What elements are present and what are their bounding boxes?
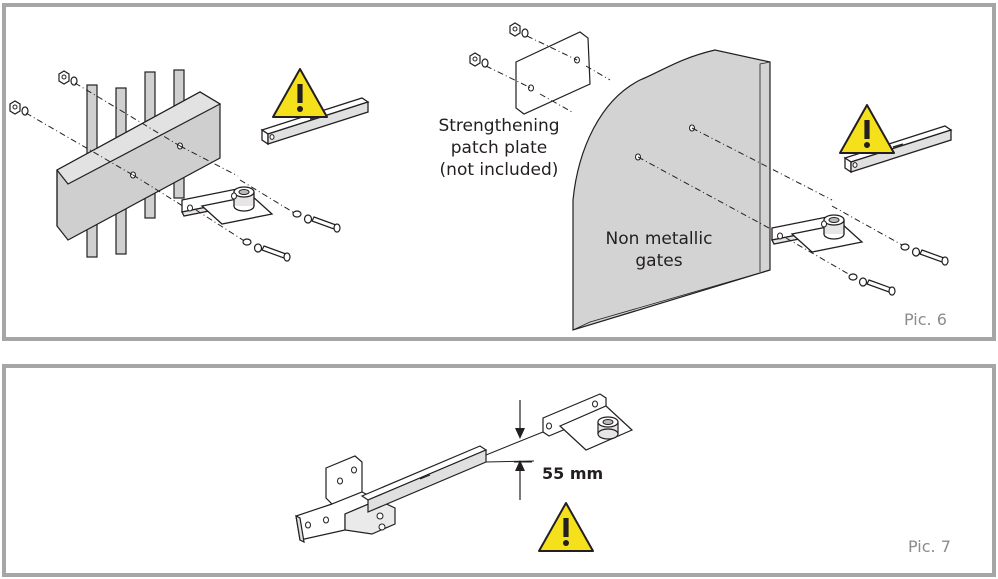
non-metallic-gate-drawing [469,22,952,331]
gate-label-line2: gates [635,251,683,271]
plate-label-line2: patch plate [450,138,548,158]
metal-gate-drawing [9,69,369,262]
warning-triangle-icon [538,502,594,552]
dimension-label: 55 mm [542,464,604,483]
plate-label: Strengthening patch plate (not included) [436,115,562,181]
warning-triangle-icon [839,104,895,154]
plate-label-line3: (not included) [439,160,559,180]
pic7-caption: Pic. 7 [908,537,951,556]
pic6-caption: Pic. 6 [904,310,947,329]
pic7-panel [2,364,996,577]
gate-label-line1: Non metallic [605,229,713,249]
plate-label-line1: Strengthening [438,116,560,136]
bracket-distance-drawing [295,393,634,544]
gate-label: Non metallic gates [598,228,720,272]
warning-triangle-icon [272,68,328,118]
